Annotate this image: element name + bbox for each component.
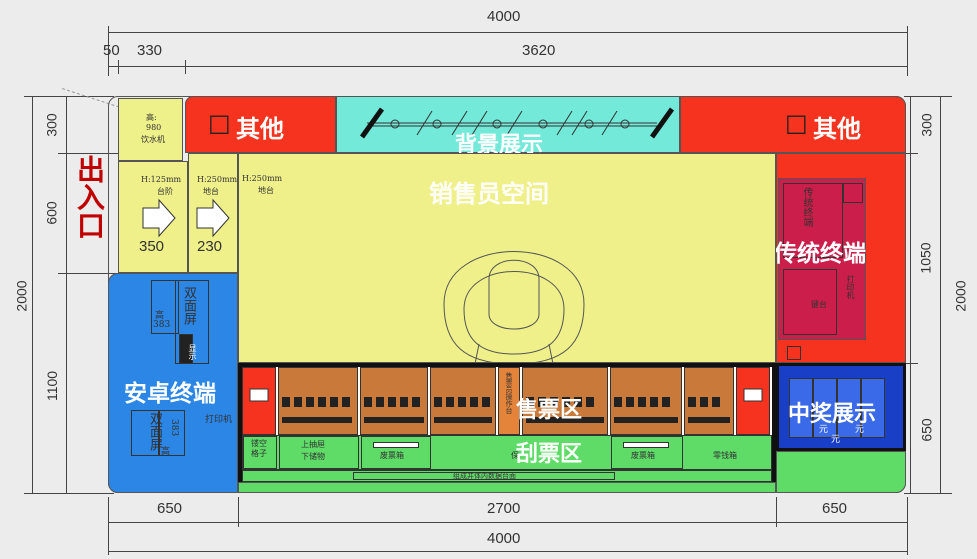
dim-top-b: 330 — [137, 42, 163, 59]
dim-left-outer: 2000 — [13, 280, 30, 312]
dim-right-outer: 2000 — [952, 280, 969, 312]
checkbox-left: □ — [208, 109, 231, 137]
checkbox-right: □ — [785, 109, 808, 137]
trad-terminal-small: 传统终端 — [801, 187, 812, 227]
dim-bottom-c: 650 — [822, 500, 848, 517]
dim-bottom-b: 2700 — [487, 500, 521, 517]
waste-box-1 — [361, 436, 431, 469]
dim-left-b: 600 — [43, 201, 60, 225]
zone-prize-floor — [776, 451, 906, 493]
entrance-label: 出入口 — [70, 155, 106, 239]
zone-other-left: □ 其他 — [185, 96, 336, 153]
bottom-shelf-strip: 组成并体内数据台面 — [242, 470, 772, 482]
dim-right-c: 650 — [918, 418, 935, 442]
zone-background-display: 背景展示 — [336, 96, 680, 158]
zone-other-right: □ 其他 — [680, 96, 906, 153]
step3-height: H:250mm — [242, 174, 283, 183]
label-other-left: 其他 — [236, 115, 284, 143]
step3-name: 地台 — [258, 186, 274, 195]
dim-right-a: 300 — [918, 113, 935, 137]
zone-step1: H:125mm 台阶 350 — [118, 161, 188, 273]
label-prize-display: 中奖展示 — [788, 402, 877, 427]
cabinet-slots-svg — [249, 388, 763, 423]
label-scratch-area: 刮票区 — [516, 442, 583, 467]
dim-left-c: 1100 — [44, 370, 61, 402]
dim-bottom-total: 4000 — [487, 530, 521, 547]
dim-bottom-a: 650 — [157, 500, 183, 517]
label-traditional-terminal: 传统终端 — [774, 241, 866, 267]
zone-seller-space: 销售员空间 — [238, 153, 776, 370]
drawer-cell — [279, 436, 359, 469]
empty-grid-cell — [243, 436, 277, 469]
waste-box-2 — [611, 436, 683, 469]
chair-outline-svg — [443, 251, 585, 370]
zone-step2: H:250mm 地台 230 — [188, 153, 238, 273]
arrow-right-icon — [142, 198, 176, 238]
zone-prize-display: □ 元 元 元 — [776, 363, 906, 451]
dim-left-a: 300 — [43, 113, 60, 137]
label-other-right: 其他 — [813, 115, 861, 143]
entrance-text: 出入口 — [73, 155, 106, 239]
dim-top-c: 3620 — [522, 42, 556, 59]
counter-right-label: 键台 — [811, 300, 827, 309]
display-rail-svg — [359, 107, 675, 139]
dim-right-b: 1050 — [917, 242, 934, 274]
zone-ticket-sales: 售票员操作台 — [242, 367, 772, 435]
label-seller-space: 销售员空间 — [429, 180, 549, 208]
center-sign-panel: 售票员操作台 — [498, 367, 520, 435]
label-ticket-sales: 售票区 — [516, 398, 583, 423]
zone-android-terminal: 高 383 双面屏 显示 双面屏 383 高 打印机 — [108, 273, 238, 493]
dim-top-a: 50 — [103, 42, 120, 59]
zone-scratch-area: 镂空格子 上抽屉 下储物 废票箱 保 废票箱 零钱箱 — [242, 435, 772, 470]
small-square-right — [787, 346, 801, 360]
arrow-right-icon — [196, 198, 230, 238]
zone-traditional-terminal: 传统终端 键台 打印机 — [778, 178, 866, 340]
bottom-green-floor — [238, 482, 776, 493]
printer-right-label: 打印机 — [846, 275, 855, 299]
label-android-terminal: 安卓终端 — [124, 381, 216, 407]
water-dispenser: 高: 980 饮水机 — [118, 98, 183, 161]
dim-top-total: 4000 — [487, 8, 521, 25]
